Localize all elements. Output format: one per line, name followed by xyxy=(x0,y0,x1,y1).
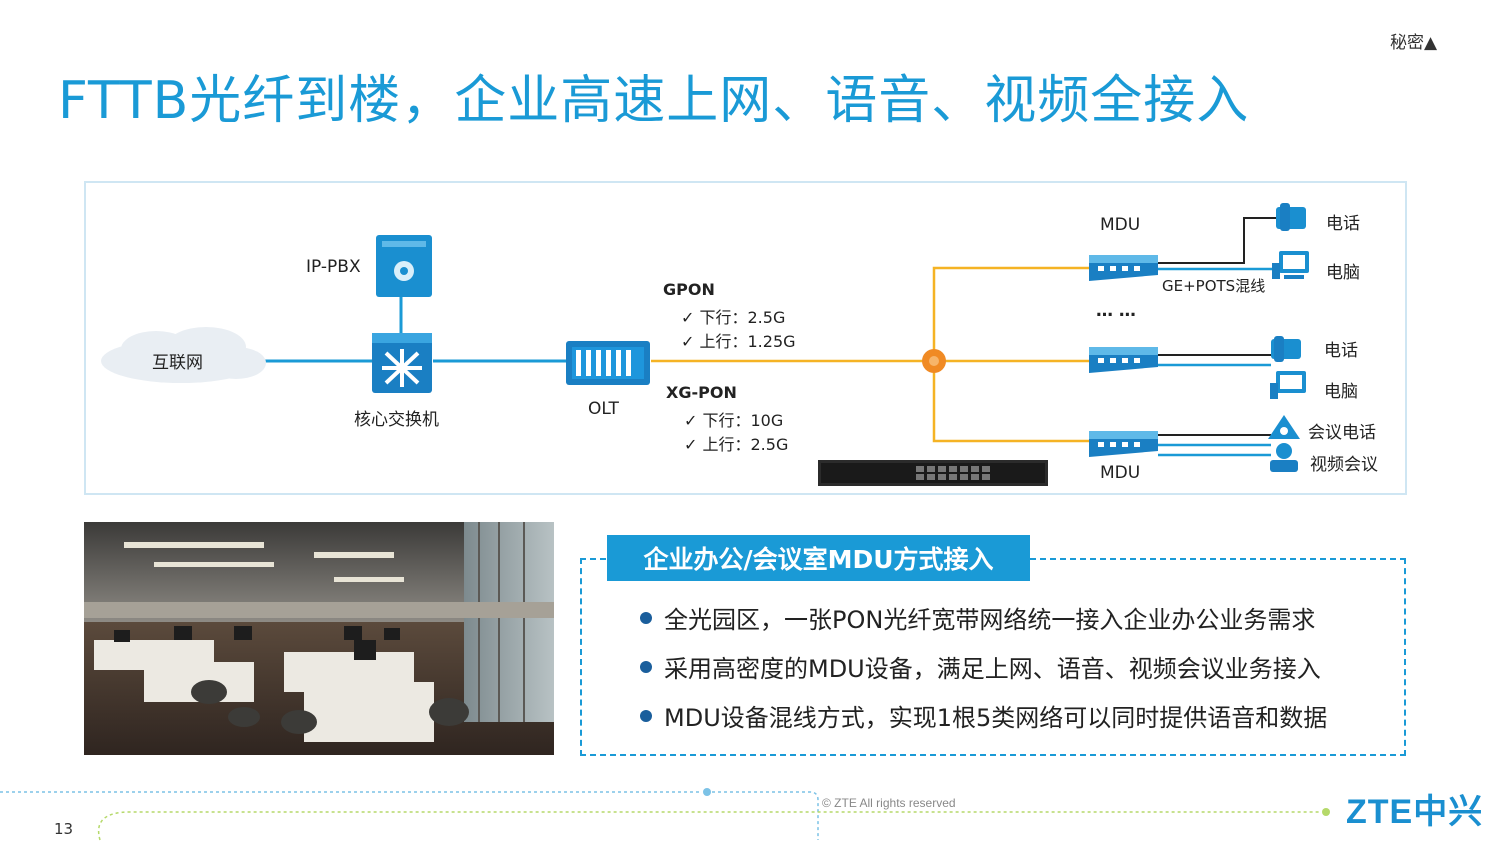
gpon-up: ✓ 上行：1.25G xyxy=(681,332,796,351)
computer-label: 电脑 xyxy=(1326,263,1360,283)
gpon-down: ✓ 下行：2.5G xyxy=(681,308,786,327)
mdu-mid-icon xyxy=(1089,347,1158,373)
copyright-text: © ZTE All rights reserved xyxy=(822,796,956,810)
xgpon-title: XG-PON xyxy=(666,383,737,402)
computer-icon xyxy=(1270,371,1306,399)
mdu-rack-device-icon xyxy=(818,460,1048,486)
bullet-text: 采用高密度的MDU设备，满足上网、语音、视频会议业务接入 xyxy=(664,655,1321,683)
list-item: 采用高密度的MDU设备，满足上网、语音、视频会议业务接入 xyxy=(640,649,1321,684)
phone-icon xyxy=(1276,203,1306,231)
core-switch-icon xyxy=(372,333,432,393)
phone-label: 电话 xyxy=(1324,341,1358,361)
info-heading: 企业办公/会议室MDU方式接入 xyxy=(607,535,1030,581)
fiber-branch-top xyxy=(932,266,1089,361)
bullet-icon xyxy=(640,611,652,624)
bullet-icon xyxy=(640,709,652,722)
computer-label: 电脑 xyxy=(1324,382,1358,402)
mdu-top-label: MDU xyxy=(1100,215,1141,235)
classification-label: 秘密▲ xyxy=(1390,33,1438,53)
internet-label: 互联网 xyxy=(152,353,203,373)
bullet-text: 全光园区，一张PON光纤宽带网络统一接入企业办公业务需求 xyxy=(664,606,1316,634)
computer-icon xyxy=(1272,251,1309,279)
conference-phone-icon xyxy=(1268,415,1300,439)
internet-cloud-icon xyxy=(101,327,266,383)
list-item: MDU设备混线方式，实现1根5类网络可以同时提供语音和数据 xyxy=(640,698,1327,733)
info-heading-text: 企业办公/会议室MDU方式接入 xyxy=(643,545,994,574)
page-number: 13 xyxy=(54,820,74,838)
mdu-bottom-icon xyxy=(1089,431,1158,457)
mixed-line-label: GE+POTS混线 xyxy=(1162,277,1266,295)
fiber-branch-bottom xyxy=(932,361,1089,443)
phone-icon xyxy=(1271,336,1301,362)
bullet-icon xyxy=(640,660,652,673)
olt-icon xyxy=(566,341,650,385)
footer-decoration xyxy=(0,788,1330,841)
ip-pbx-icon xyxy=(376,235,432,297)
olt-label: OLT xyxy=(588,399,619,419)
gpon-title: GPON xyxy=(663,280,715,299)
list-item: 全光园区，一张PON光纤宽带网络统一接入企业办公业务需求 xyxy=(640,600,1315,635)
mdu-ellipsis: … … xyxy=(1096,301,1136,321)
core-switch-label: 核心交换机 xyxy=(354,410,439,430)
office-photo xyxy=(84,522,554,755)
bullet-text: MDU设备混线方式，实现1根5类网络可以同时提供语音和数据 xyxy=(664,704,1328,732)
zte-logo: ZTE中兴 xyxy=(1346,793,1484,831)
diagram-lines xyxy=(101,203,1309,486)
video-conference-label: 视频会议 xyxy=(1310,455,1378,475)
xgpon-down: ✓ 下行：10G xyxy=(684,411,784,430)
page-title: FTTB光纤到楼，企业高速上网、语音、视频全接入 xyxy=(58,71,1250,131)
mdu-top-icon xyxy=(1089,255,1158,281)
mdu-bottom-label: MDU xyxy=(1100,463,1141,483)
xgpon-up: ✓ 上行：2.5G xyxy=(684,435,789,454)
conference-phone-label: 会议电话 xyxy=(1308,423,1376,443)
phone-label: 电话 xyxy=(1326,214,1360,234)
network-diagram: IP-PBX 互联网 核心交换机 OLT GPON ✓ 下行：2.5G ✓ 上行… xyxy=(84,181,1407,495)
ip-pbx-label: IP-PBX xyxy=(306,257,361,277)
video-conference-icon xyxy=(1270,443,1298,472)
